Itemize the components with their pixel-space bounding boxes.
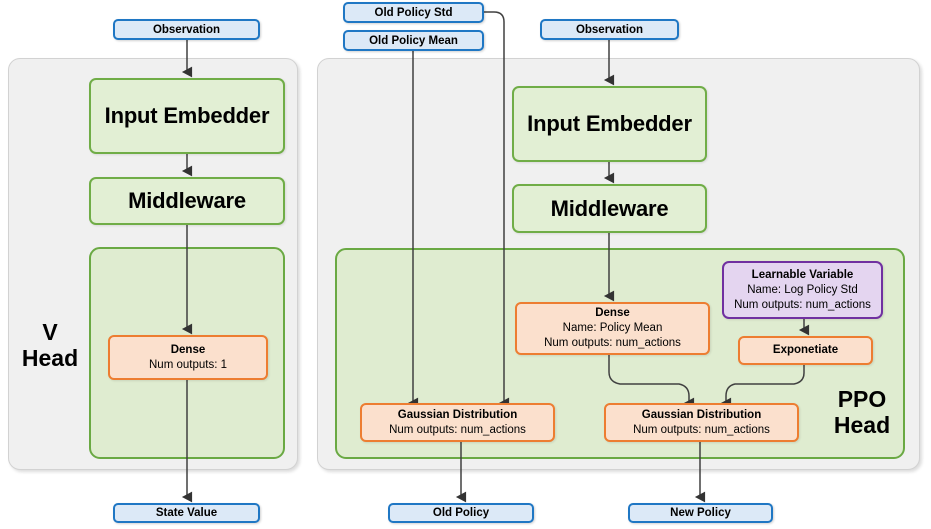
output-state-value-label: State Value bbox=[155, 507, 218, 519]
ppo-head-gaussian-old[interactable]: Gaussian Distribution Num outputs: num_a… bbox=[360, 403, 555, 442]
ppo-head-learnable-variable-name: Name: Log Policy Std bbox=[747, 283, 858, 296]
ppo-head-caption-line2: Head bbox=[833, 411, 891, 438]
ppo-head-gaussian-new-title: Gaussian Distribution bbox=[641, 408, 762, 421]
ppo-head-dense-policy-mean[interactable]: Dense Name: Policy Mean Num outputs: num… bbox=[515, 302, 710, 355]
v-head-caption-line1: V bbox=[42, 319, 58, 345]
ppo-head-exponentiate-title: Exponetiate bbox=[772, 344, 839, 356]
ppo-head-learnable-variable-num-outputs: Num outputs: num_actions bbox=[734, 298, 871, 311]
ppo-head-gaussian-old-num-outputs: Num outputs: num_actions bbox=[389, 423, 526, 436]
ppo-head-dense-policy-mean-num-outputs: Num outputs: num_actions bbox=[544, 337, 681, 349]
input-old-policy-mean-label: Old Policy Mean bbox=[369, 34, 458, 47]
v-head-dense-num-outputs: Num outputs: 1 bbox=[149, 358, 227, 371]
input-observation-ppo-label: Observation bbox=[575, 23, 644, 36]
ppo-head-dense-policy-mean-title: Dense bbox=[595, 307, 630, 319]
output-old-policy[interactable]: Old Policy bbox=[388, 503, 534, 523]
input-old-policy-mean[interactable]: Old Policy Mean bbox=[343, 30, 484, 51]
v-head-caption-line2: Head bbox=[21, 344, 79, 371]
ppo-head-gaussian-new[interactable]: Gaussian Distribution Num outputs: num_a… bbox=[604, 403, 799, 442]
ppo-head-caption: PPO Head bbox=[822, 386, 902, 439]
ppo-head-caption-line1: PPO bbox=[837, 386, 887, 412]
v-head-dense[interactable]: Dense Num outputs: 1 bbox=[108, 335, 268, 380]
input-observation-ppo[interactable]: Observation bbox=[540, 19, 679, 40]
v-head-middleware-label: Middleware bbox=[128, 188, 246, 213]
output-new-policy[interactable]: New Policy bbox=[628, 503, 773, 523]
ppo-head-middleware[interactable]: Middleware bbox=[512, 184, 707, 233]
output-old-policy-label: Old Policy bbox=[432, 507, 490, 519]
v-head-input-embedder[interactable]: Input Embedder bbox=[89, 78, 285, 154]
ppo-head-dense-policy-mean-name: Name: Policy Mean bbox=[562, 322, 663, 334]
v-head-dense-title: Dense bbox=[170, 343, 206, 356]
ppo-head-input-embedder-label: Input Embedder bbox=[527, 111, 692, 136]
ppo-head-input-embedder[interactable]: Input Embedder bbox=[512, 86, 707, 162]
ppo-head-learnable-variable-title: Learnable Variable bbox=[751, 268, 854, 281]
v-head-caption: V Head bbox=[14, 319, 86, 372]
output-state-value[interactable]: State Value bbox=[113, 503, 260, 523]
input-observation-v-label: Observation bbox=[152, 23, 221, 36]
ppo-head-gaussian-new-num-outputs: Num outputs: num_actions bbox=[633, 423, 770, 436]
output-new-policy-label: New Policy bbox=[670, 507, 731, 519]
ppo-head-gaussian-old-title: Gaussian Distribution bbox=[397, 408, 518, 421]
v-head-input-embedder-label: Input Embedder bbox=[104, 103, 270, 128]
input-old-policy-std-label: Old Policy Std bbox=[374, 6, 453, 19]
ppo-head-middleware-label: Middleware bbox=[550, 195, 669, 221]
input-observation-v[interactable]: Observation bbox=[113, 19, 260, 40]
ppo-head-learnable-variable[interactable]: Learnable Variable Name: Log Policy Std … bbox=[722, 261, 883, 319]
input-old-policy-std[interactable]: Old Policy Std bbox=[343, 2, 484, 23]
v-head-middleware[interactable]: Middleware bbox=[89, 177, 285, 225]
ppo-head-exponentiate[interactable]: Exponetiate bbox=[738, 336, 873, 365]
